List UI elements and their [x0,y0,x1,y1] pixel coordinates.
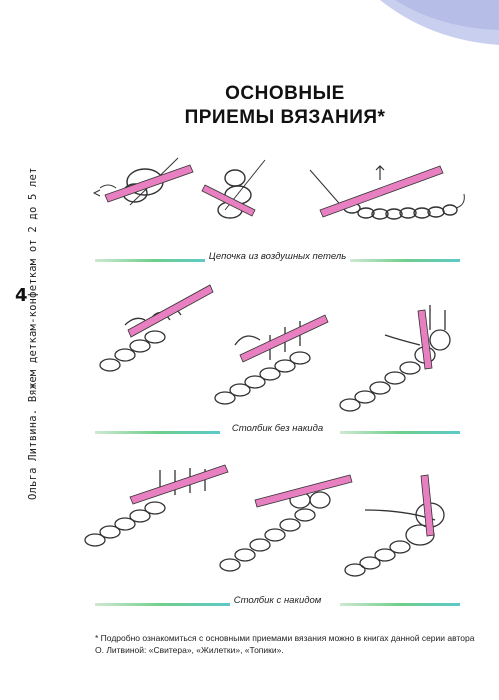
double-crochet-illustrations [84,464,445,577]
section-divider-chain: Цепочка из воздушных петель [95,251,460,267]
caption-chain: Цепочка из воздушных петель [204,251,351,262]
chain-stitch-illustrations [92,157,465,220]
page-number: 4 [15,285,28,306]
page-title: ОСНОВНЫЕ ПРИЕМЫ ВЯЗАНИЯ* [150,82,420,130]
title-line-2: ПРИЕМЫ ВЯЗАНИЯ* [184,107,386,128]
title-line-1: ОСНОВНЫЕ [225,83,345,104]
footnote: * Подробно ознакомиться с основными прие… [95,633,475,655]
caption-double-crochet: Столбик с накидом [229,595,326,606]
section-divider-single-crochet: Столбик без накида [95,423,460,439]
section-divider-double-crochet: Столбик с накидом [95,595,460,611]
single-crochet-illustrations [99,284,451,412]
caption-single-crochet: Столбик без накида [227,423,328,434]
